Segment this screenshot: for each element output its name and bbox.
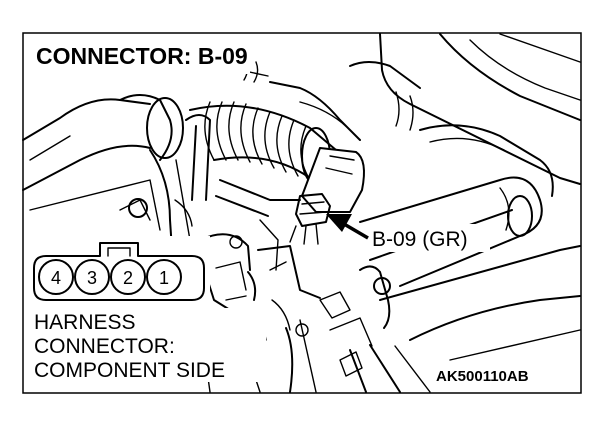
callout-label: B-09 (GR) bbox=[372, 228, 468, 251]
pin-number: 2 bbox=[123, 268, 133, 288]
connector-caption-line: COMPONENT SIDE bbox=[34, 359, 225, 382]
callout-arrow bbox=[326, 214, 369, 240]
pin-number: 1 bbox=[159, 268, 169, 288]
connector-caption-line: HARNESS bbox=[34, 311, 136, 334]
pin-3 bbox=[74, 259, 110, 295]
pin-1 bbox=[146, 259, 182, 295]
pin-number: 3 bbox=[87, 268, 97, 288]
connector-caption-line: CONNECTOR: bbox=[34, 335, 175, 358]
pin-2 bbox=[110, 259, 146, 295]
pin-number: 4 bbox=[51, 268, 61, 288]
connector-title: CONNECTOR: B-09 bbox=[36, 43, 248, 69]
pin-4 bbox=[38, 259, 74, 295]
engine-bay-illustration bbox=[22, 33, 581, 393]
harness-connector-diagram: 4 3 2 1 bbox=[28, 236, 210, 308]
figure-code: AK500110AB bbox=[436, 368, 529, 385]
